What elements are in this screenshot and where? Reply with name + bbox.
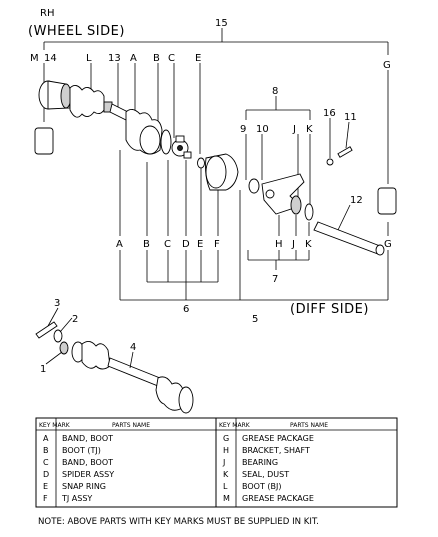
callout-13: 13 (108, 53, 121, 64)
callout-B-top: B (153, 53, 160, 64)
row-name-right: GREASE PACKAGE (242, 494, 314, 503)
callout-E-low: E (197, 239, 203, 250)
callout-L: L (86, 53, 92, 64)
callout-3: 3 (54, 298, 60, 309)
wheel-side-label: (WHEEL SIDE) (28, 24, 125, 39)
callout-8: 8 (272, 86, 278, 97)
callout-4: 4 (130, 342, 136, 353)
row-key-left: C (43, 458, 49, 467)
lower-driveshaft-assembly (35, 321, 194, 414)
row-key-left: F (43, 494, 48, 503)
callout-11: 11 (344, 112, 357, 123)
row-name-left: SPIDER ASSY (62, 470, 114, 479)
row-name-left: SNAP RING (62, 482, 106, 491)
upper-driveshaft-assembly (34, 80, 397, 256)
row-key-left: B (43, 446, 49, 455)
callout-14: 14 (44, 53, 57, 64)
bottom-bracket-lines (119, 150, 389, 301)
callout-1: 1 (40, 364, 46, 375)
table-header-key-left: KEY MARK (39, 422, 71, 429)
callout-H-low: H (275, 239, 283, 250)
callout-G-low: G (384, 239, 392, 250)
row-key-right: G (223, 434, 229, 443)
callout-7: 7 (272, 274, 278, 285)
callout-J-top: J (292, 124, 296, 135)
callout-16: 16 (323, 108, 336, 119)
row-name-right: BRACKET, SHAFT (242, 446, 310, 455)
table-header-key-right: KEY MARK (219, 422, 251, 429)
callout-10: 10 (256, 124, 269, 135)
callout-K-low: K (305, 239, 312, 250)
callout-J-low: J (291, 239, 295, 250)
row-key-left: D (43, 470, 49, 479)
callout-B-low: B (143, 239, 150, 250)
row-key-right: K (223, 470, 229, 479)
callout-6: 6 (183, 304, 189, 315)
callout-D-low: D (182, 239, 190, 250)
callout-2: 2 (72, 314, 78, 325)
callout-12: 12 (350, 195, 363, 206)
callout-9: 9 (240, 124, 246, 135)
table-header-parts-left: PARTS NAME (112, 422, 150, 429)
kit-note: NOTE: ABOVE PARTS WITH KEY MARKS MUST BE… (38, 517, 319, 527)
row-name-left: BAND, BOOT (62, 458, 113, 467)
row-key-right: H (223, 446, 229, 455)
side-code-label: RH (40, 8, 54, 19)
row-key-right: M (223, 494, 230, 503)
diff-side-label: (DIFF SIDE) (290, 302, 369, 317)
row-name-left: TJ ASSY (61, 494, 92, 503)
table-header-parts-right: PARTS NAME (290, 422, 328, 429)
lower-callout-leaders (45, 307, 134, 369)
row-name-left: BAND, BOOT (62, 434, 113, 443)
callout-C-low: C (164, 239, 171, 250)
row-key-left: A (43, 434, 49, 443)
callout-A-top: A (130, 53, 137, 64)
callout-C-top: C (168, 53, 175, 64)
parts-table: KEY MARK PARTS NAME KEY MARK PARTS NAME … (35, 417, 398, 508)
row-key-right: J (222, 458, 225, 467)
top-bracket-lines (43, 28, 389, 231)
callout-G-top: G (383, 60, 391, 71)
row-name-left: BOOT (TJ) (62, 446, 101, 455)
callout-E-top: E (195, 53, 201, 64)
callout-5: 5 (252, 314, 258, 325)
callout-M: M (30, 53, 39, 64)
callout-F-low: F (214, 239, 220, 250)
row-name-right: SEAL, DUST (242, 470, 289, 479)
callout-15: 15 (215, 18, 228, 29)
callout-labels: M 14 L 13 A B C E 15 G 8 9 10 J K 16 11 … (30, 18, 392, 375)
callout-K-top: K (306, 124, 313, 135)
row-key-left: E (43, 482, 48, 491)
row-key-right: L (223, 482, 228, 491)
row-name-right: BEARING (242, 458, 278, 467)
row-name-right: GREASE PACKAGE (242, 434, 314, 443)
callout-A-low: A (116, 239, 123, 250)
row-name-right: BOOT (BJ) (242, 482, 281, 491)
